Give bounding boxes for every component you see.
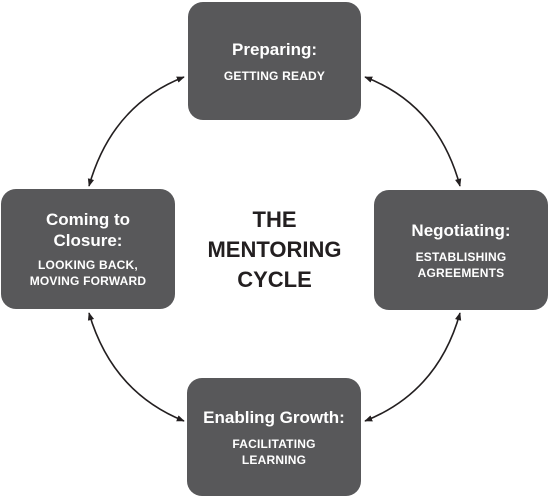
stage-closure-box: Coming to Closure: LOOKING BACK, MOVING … — [1, 189, 175, 309]
stage-preparing-subtitle: GETTING READY — [223, 68, 326, 83]
arrow-negotiating-enabling — [364, 312, 462, 422]
arrow-enabling-closure — [87, 312, 185, 422]
stage-closure-subtitle: LOOKING BACK, MOVING FORWARD — [29, 258, 147, 288]
stage-enabling-title: Enabling Growth: — [203, 407, 345, 427]
stage-preparing-box: Preparing: GETTING READY — [188, 2, 361, 120]
stage-closure-title: Coming to Closure: — [45, 210, 131, 250]
stage-enabling-box: Enabling Growth: FACILITATING LEARNING — [187, 378, 361, 496]
stage-negotiating-box: Negotiating: ESTABLISHING AGREEMENTS — [374, 190, 548, 310]
stage-preparing-title: Preparing: — [231, 39, 318, 59]
arrow-preparing-negotiating — [364, 76, 462, 187]
stage-enabling-subtitle: FACILITATING LEARNING — [232, 436, 316, 467]
stage-negotiating-subtitle: ESTABLISHING AGREEMENTS — [415, 249, 507, 280]
stage-negotiating-title: Negotiating: — [411, 220, 511, 240]
diagram-center-title: THE MENTORING CYCLE — [207, 207, 342, 292]
arrow-closure-preparing — [87, 76, 185, 187]
